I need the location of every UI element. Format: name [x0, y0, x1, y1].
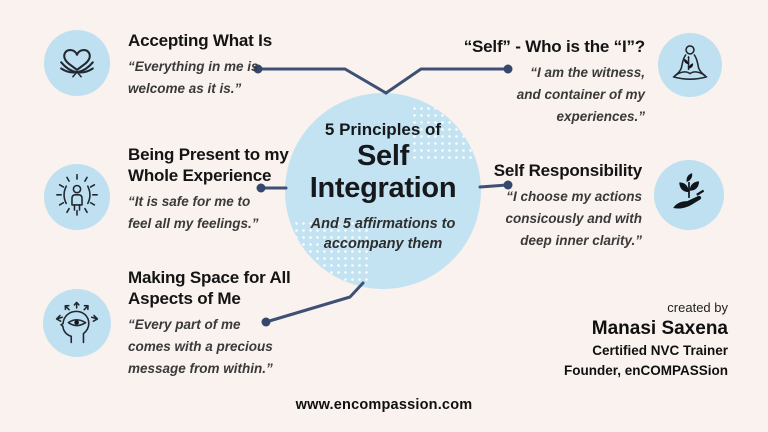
principle-quote: “Everything in me is welcome as it is.”	[128, 59, 259, 97]
created-by-label: created by	[667, 300, 728, 315]
principle-accepting-what-is: Accepting What Is “Everything in me is w…	[128, 30, 298, 100]
principle-quote: “I am the witness, and container of my e…	[516, 65, 645, 125]
author-name: Manasi Saxena	[591, 318, 728, 339]
principle-self-responsibility: Self Responsibility “I choose my actions…	[442, 160, 642, 252]
principle-title: Being Present to my Whole Experience	[128, 145, 289, 186]
principle-making-space: Making Space for All Aspects of Me “Ever…	[128, 267, 313, 381]
dot-texture-bottom-left	[293, 220, 369, 284]
principle-title: “Self” - Who is the “I”?	[463, 37, 645, 56]
center-title: Self Integration	[310, 140, 457, 205]
center-title-line2: Integration	[309, 172, 457, 205]
meditation-icon	[658, 33, 722, 97]
website-url: www.encompassion.com	[295, 397, 473, 413]
principle-self-who-is-the-i: “Self” - Who is the “I”? “I am the witne…	[425, 36, 645, 128]
principle-title: Accepting What Is	[128, 31, 272, 50]
principle-title: Self Responsibility	[493, 161, 642, 180]
dot-texture-top-right	[411, 105, 475, 163]
principle-being-present: Being Present to my Whole Experience “It…	[128, 144, 303, 235]
principle-quote: “I choose my actions consicously and wit…	[505, 189, 642, 249]
center-subtitle: And 5 affirmations to accompany them	[310, 215, 456, 253]
center-eyebrow: 5 Principles of	[324, 120, 442, 139]
center-title-line1: Self	[357, 140, 409, 172]
principle-quote: “It is safe for me to feel all my feelin…	[128, 194, 259, 232]
radiant-person-icon	[44, 164, 110, 230]
heart-hug-icon	[44, 30, 110, 96]
principle-quote: “Every part of me comes with a precious …	[128, 317, 273, 377]
open-mind-icon	[43, 289, 111, 357]
author-role-1: Certified NVC Trainer	[592, 343, 728, 358]
credits-block: created by Manasi Saxena Certified NVC T…	[564, 300, 728, 380]
author-role-2: Founder, enCOMPASSion	[563, 363, 728, 379]
principle-title: Making Space for All Aspects of Me	[128, 268, 291, 309]
hand-plant-icon	[654, 160, 724, 230]
center-circle: 5 Principles of Self Integration And 5 a…	[285, 93, 481, 289]
